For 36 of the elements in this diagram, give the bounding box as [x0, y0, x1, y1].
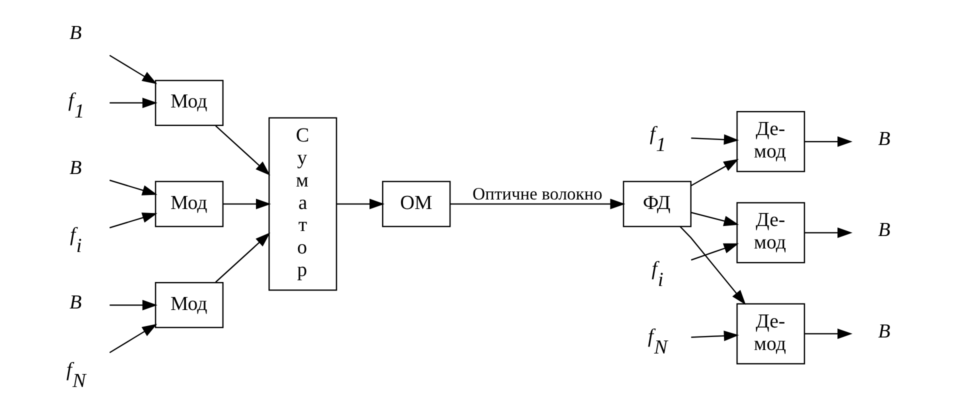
arrow: [690, 330, 738, 342]
arrow: [108, 54, 157, 84]
arrow: [108, 180, 157, 196]
arrow: [214, 125, 270, 176]
arrow: [690, 212, 738, 226]
arrow: [690, 243, 738, 261]
node-box: Суматор: [268, 117, 337, 291]
arrow: [109, 98, 157, 108]
node-box: Мод: [154, 282, 224, 328]
node-box: Мод: [154, 180, 224, 228]
edge-label: Оптичне волокно: [472, 183, 602, 204]
arrow: [450, 198, 625, 210]
node-box: Де-мод: [736, 303, 805, 364]
arrow: [804, 328, 852, 340]
node-text: B: [878, 320, 890, 342]
node-box: ОМ: [382, 180, 450, 228]
arrow: [109, 300, 157, 310]
node-box: Де-мод: [736, 202, 805, 264]
node-box: Де-мод: [736, 111, 805, 172]
node-box: ФД: [622, 180, 692, 228]
node-text: B: [68, 22, 82, 44]
arrow: [804, 227, 852, 238]
arrow: [214, 232, 270, 283]
node-box: Мод: [154, 80, 224, 126]
node-text: B: [878, 219, 890, 242]
arrow: [222, 198, 270, 210]
arrow: [108, 324, 157, 354]
arrow: [690, 158, 738, 186]
arrow: [336, 198, 384, 210]
arrow: [108, 212, 157, 228]
node-text: B: [878, 128, 890, 150]
node-text: B: [68, 292, 82, 314]
arrow: [679, 226, 746, 305]
arrow: [690, 134, 738, 145]
node-text: B: [68, 156, 82, 179]
arrow: [804, 136, 852, 147]
